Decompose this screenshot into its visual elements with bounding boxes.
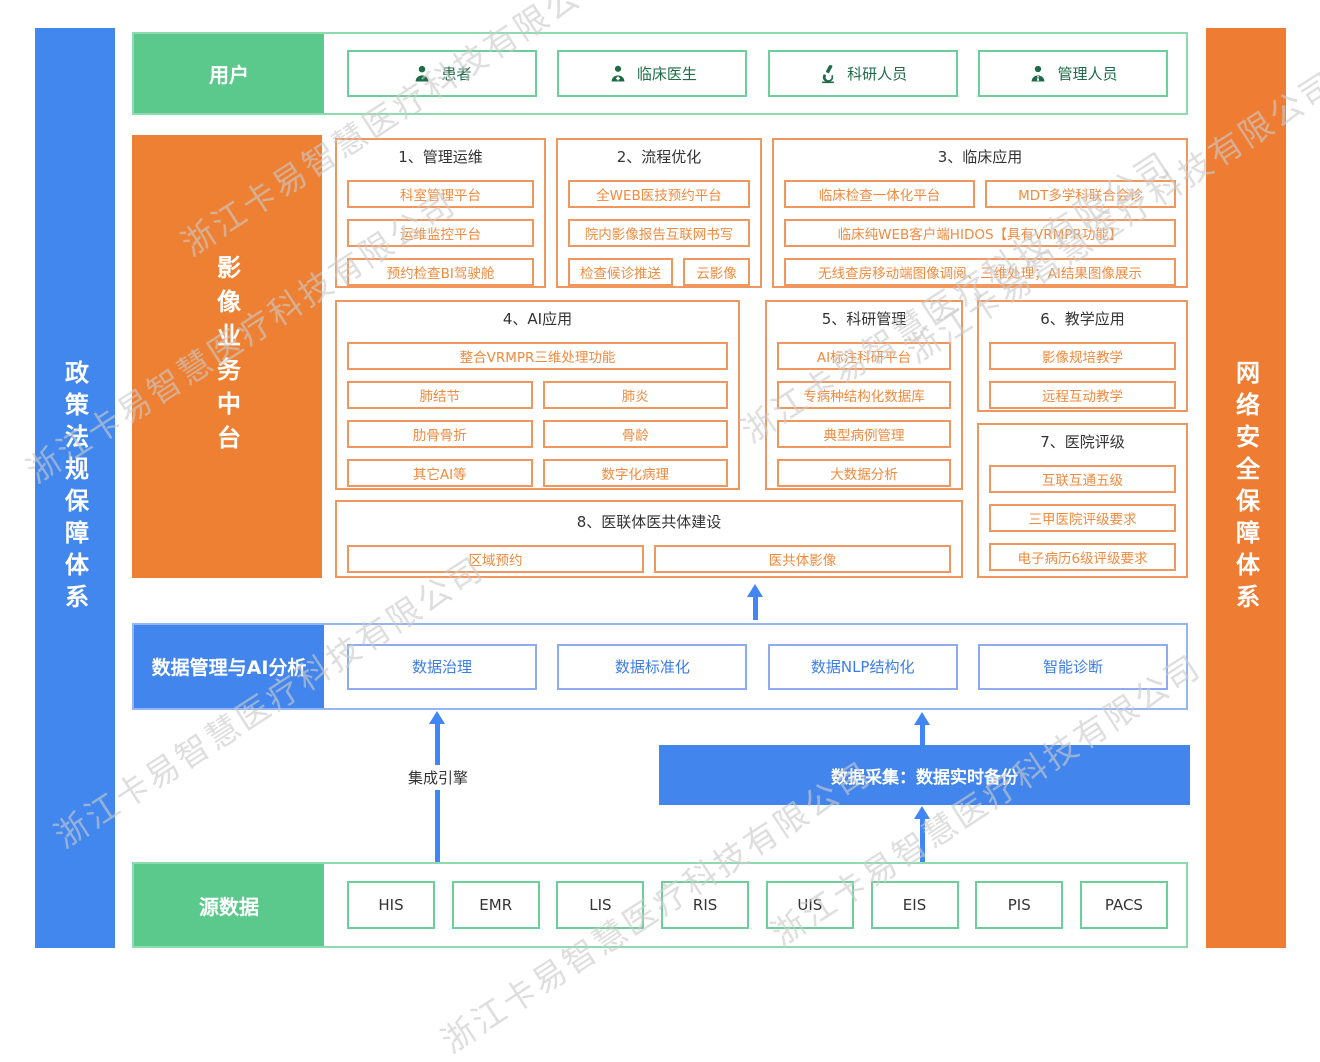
arrow-shaft (919, 725, 925, 745)
platform-item: 医共体影像 (654, 545, 951, 573)
imaging-platform-label: 影像业务中台 (212, 254, 241, 459)
source-system: HIS (347, 881, 435, 929)
data-management-row: 数据管理与AI分析 数据治理 数据标准化 数据NLP结构化 智能诊断 (132, 623, 1188, 710)
source-system: LIS (556, 881, 645, 929)
platform-item: 肺结节 (347, 381, 533, 409)
patient-icon (416, 65, 429, 81)
data-management-item: 智能诊断 (977, 643, 1168, 690)
section-hospital-rating: 7、医院评级 互联互通五级 三甲医院评级要求 电子病历6级评级要求 (977, 423, 1188, 578)
platform-item: 科室管理平台 (347, 180, 534, 208)
section-title: 7、医院评级 (1040, 433, 1125, 451)
user-row-items: 患者 临床医生 科研人员 (347, 34, 1168, 113)
platform-item: 数字化病理 (542, 459, 728, 487)
platform-item: 院内影像报告互联网书写 (568, 219, 750, 247)
policy-regulation-bar: 政策法规保障体系 (35, 28, 115, 948)
platform-item: 肺炎 (542, 381, 728, 409)
data-management-item: 数据治理 (347, 643, 537, 690)
source-system: UIS (765, 881, 854, 929)
platform-item: 整合VRMPR三维处理功能 (347, 342, 728, 370)
section-ai-application: 4、AI应用 整合VRMPR三维处理功能 肺结节 肺炎 肋骨骨折 骨龄 其它AI… (335, 300, 740, 490)
source-data-label: 源数据 (134, 864, 324, 946)
arrow-up-icon (747, 584, 763, 620)
policy-regulation-label: 政策法规保障体系 (60, 360, 89, 616)
user-item-label: 管理人员 (1057, 65, 1118, 83)
platform-item: 典型病例管理 (777, 420, 951, 448)
platform-item: 其它AI等 (347, 459, 533, 487)
section-teaching-application: 6、教学应用 影像规培教学 远程互动教学 (977, 300, 1188, 412)
doctor-icon (611, 65, 625, 81)
platform-item: 临床检查一体化平台 (784, 180, 975, 208)
source-system: EIS (870, 881, 959, 929)
architecture-diagram: 政策法规保障体系 网络安全保障体系 用户 患者 临床医生 (19, 0, 1320, 1061)
data-management-items: 数据治理 数据标准化 数据NLP结构化 智能诊断 (347, 625, 1168, 708)
source-system: EMR (451, 881, 540, 929)
platform-item: 预约检查BI驾驶舱 (347, 258, 534, 286)
platform-item: 全WEB医技预约平台 (568, 180, 750, 208)
section-title: 6、教学应用 (1040, 310, 1125, 328)
section-research-management: 5、科研管理 AI标注科研平台 专病种结构化数据库 典型病例管理 大数据分析 (765, 300, 963, 490)
platform-item: 电子病历6级评级要求 (989, 543, 1176, 571)
platform-item: 临床纯WEB客户端HIDOS【具有VRMPR功能】 (784, 219, 1176, 247)
arrow-shaft (919, 819, 925, 862)
user-item-patient: 患者 (347, 50, 537, 97)
arrow-head (747, 584, 763, 597)
user-item-label: 患者 (441, 65, 472, 83)
platform-item: 大数据分析 (777, 459, 951, 487)
arrow-up-icon (914, 806, 930, 862)
user-item-clinician: 临床医生 (557, 50, 748, 97)
data-collection-box: 数据采集：数据实时备份 (659, 745, 1190, 805)
platform-item: 区域预约 (347, 545, 644, 573)
section-title: 2、流程优化 (616, 148, 702, 166)
section-title: 5、科研管理 (821, 310, 907, 328)
section-title: 8、医联体医共体建设 (576, 513, 722, 531)
section-title: 1、管理运维 (398, 148, 483, 166)
data-management-label: 数据管理与AI分析 (134, 625, 324, 708)
platform-item: 互联互通五级 (989, 465, 1176, 493)
data-management-item: 数据标准化 (557, 643, 748, 690)
platform-item: 三甲医院评级要求 (989, 504, 1176, 532)
arrow-shaft (752, 597, 758, 620)
arrow-up-icon (914, 712, 930, 745)
network-security-label: 网络安全保障体系 (1231, 360, 1260, 616)
section-management-ops: 1、管理运维 科室管理平台 运维监控平台 预约检查BI驾驶舱 (335, 138, 546, 288)
platform-item: 专病种结构化数据库 (777, 381, 951, 409)
platform-item: AI标注科研平台 (777, 342, 951, 370)
integration-engine-label: 集成引擎 (399, 765, 477, 790)
imaging-platform-panel: 影像业务中台 (132, 135, 322, 578)
user-item-manager: 管理人员 (977, 50, 1168, 97)
platform-item: MDT多学科联合会诊 (985, 180, 1176, 208)
arrow-head (914, 806, 930, 819)
platform-item: 影像规培教学 (989, 342, 1176, 370)
source-data-row: 源数据 HIS EMR LIS RIS UIS EIS PIS PACS (132, 862, 1188, 948)
section-title: 3、临床应用 (937, 148, 1023, 166)
platform-item: 运维监控平台 (347, 219, 534, 247)
source-system: PIS (975, 881, 1064, 929)
platform-item: 云影像 (682, 258, 750, 286)
microscope-icon (822, 64, 834, 83)
arrow-head (914, 712, 930, 725)
user-row-label: 用户 (134, 34, 324, 113)
source-system: PACS (1079, 881, 1168, 929)
data-management-item: 数据NLP结构化 (767, 643, 958, 690)
platform-item: 无线查房移动端图像调阅、三维处理；AI结果图像展示 (784, 258, 1176, 286)
network-security-bar: 网络安全保障体系 (1206, 28, 1286, 948)
section-clinical-application: 3、临床应用 临床检查一体化平台 MDT多学科联合会诊 临床纯WEB客户端HID… (772, 138, 1188, 288)
section-process-optimization: 2、流程优化 全WEB医技预约平台 院内影像报告互联网书写 检查候诊推送 云影像 (556, 138, 762, 288)
platform-item: 检查候诊推送 (568, 258, 673, 286)
source-data-items: HIS EMR LIS RIS UIS EIS PIS PACS (347, 864, 1168, 946)
user-row: 用户 患者 临床医生 (132, 32, 1188, 115)
arrow-up-icon (429, 711, 445, 862)
section-medical-alliance: 8、医联体医共体建设 区域预约 医共体影像 (335, 500, 963, 578)
user-item-label: 科研人员 (847, 65, 908, 83)
user-item-label: 临床医生 (636, 65, 697, 83)
source-system: RIS (661, 881, 750, 929)
manager-icon (1032, 65, 1045, 81)
user-item-researcher: 科研人员 (767, 50, 958, 97)
section-title: 4、AI应用 (502, 310, 573, 328)
platform-item: 肋骨骨折 (347, 420, 533, 448)
platform-item: 远程互动教学 (989, 381, 1176, 409)
arrow-shaft (434, 724, 440, 862)
arrow-head (429, 711, 445, 724)
platform-item: 骨龄 (542, 420, 728, 448)
